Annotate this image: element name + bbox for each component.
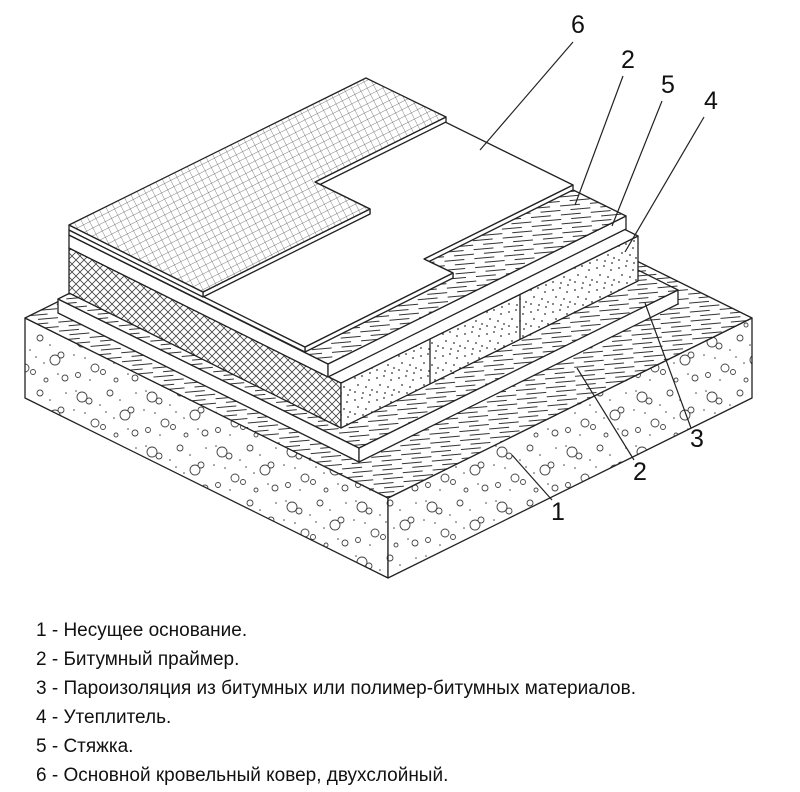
legend-item-4: 4 - Утеплитель. xyxy=(36,707,172,728)
callout-label-5: 5 xyxy=(661,71,675,99)
insulation-board-joints xyxy=(429,294,521,384)
callout-label-2-bottom: 2 xyxy=(633,458,647,486)
legend-item-5: 5 - Стяжка. xyxy=(36,736,134,757)
callout-label-6: 6 xyxy=(571,11,585,39)
callout-label-1: 1 xyxy=(551,498,565,526)
callout-line-2-bottom xyxy=(576,367,635,461)
callout-line-1 xyxy=(511,454,553,501)
legend-item-3: 3 - Пароизоляция из битумных или полимер… xyxy=(36,678,636,699)
roof-structure-diagram: 6 2 5 4 3 2 1 xyxy=(24,11,753,579)
legend: 1 - Несущее основание. 2 - Битумный прай… xyxy=(0,600,800,790)
callout-line-4 xyxy=(624,116,705,253)
callout-label-2-top: 2 xyxy=(621,46,635,74)
callout-label-3: 3 xyxy=(690,425,704,453)
legend-item-1: 1 - Несущее основание. xyxy=(36,620,248,641)
carpet-top-sheet-top xyxy=(68,77,447,293)
callout-label-4: 4 xyxy=(704,87,718,115)
legend-item-6: 6 - Основной кровельный ковер, двухслойн… xyxy=(36,765,449,786)
legend-item-2: 2 - Битумный праймер. xyxy=(36,649,240,670)
callout-line-2-top xyxy=(574,75,624,206)
callout-line-6 xyxy=(479,41,574,151)
callout-line-3 xyxy=(644,302,692,429)
callout-line-5 xyxy=(611,100,663,227)
